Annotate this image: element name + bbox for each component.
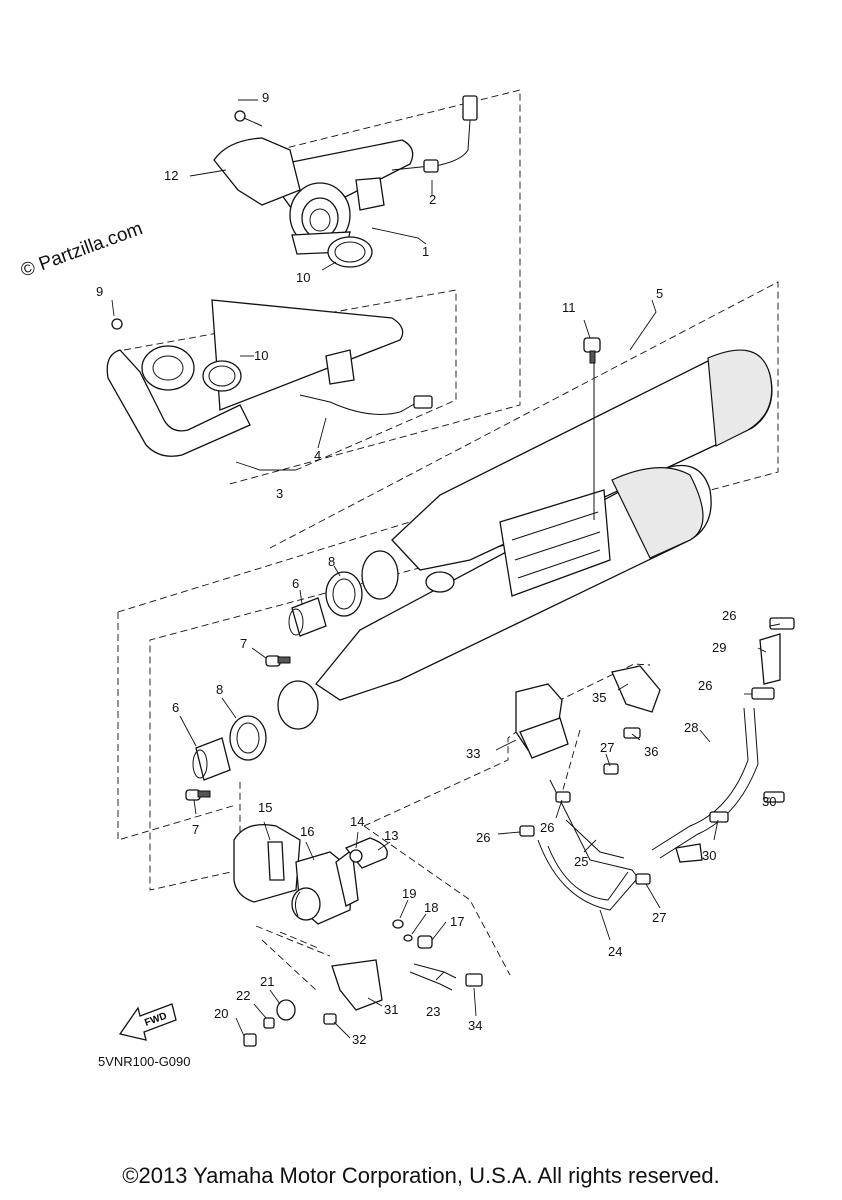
callout-30-b: 30 <box>702 848 716 863</box>
callout-26-a: 26 <box>722 608 736 623</box>
callout-36: 36 <box>644 744 658 759</box>
callout-30-a: 30 <box>762 794 776 809</box>
air-induction-system <box>363 617 795 976</box>
callout-numbers: 9 12 2 1 10 9 10 4 3 11 5 8 6 7 8 6 7 26… <box>96 90 776 1047</box>
gasket-10-upper <box>327 236 373 268</box>
bolt-7-lower <box>185 789 211 801</box>
exhaust-pipe-assembly-1 <box>213 89 521 486</box>
callout-8-lower: 8 <box>216 682 223 697</box>
callout-33: 33 <box>466 746 480 761</box>
callout-7-lower: 7 <box>192 822 199 837</box>
callout-6-lower: 6 <box>172 700 179 715</box>
callout-26-c: 26 <box>540 820 554 835</box>
callout-13: 13 <box>384 828 398 843</box>
callout-24: 24 <box>608 944 622 959</box>
forward-arrow-icon: FWD <box>118 1003 177 1041</box>
callout-6-upper: 6 <box>292 576 299 591</box>
callout-27-b: 27 <box>652 910 666 925</box>
callout-3: 3 <box>276 486 283 501</box>
callout-20: 20 <box>214 1006 228 1021</box>
callout-15: 15 <box>258 800 272 815</box>
callout-12: 12 <box>164 168 178 183</box>
clamp-8-lower <box>229 715 267 761</box>
callout-14: 14 <box>350 814 364 829</box>
callout-17: 17 <box>450 914 464 929</box>
callout-10-top: 10 <box>296 270 310 285</box>
bolt-11 <box>583 337 601 364</box>
callout-8-upper: 8 <box>328 554 335 569</box>
callout-9-mid: 9 <box>96 284 103 299</box>
leader-lines <box>111 99 781 1039</box>
gasket-6-upper <box>288 597 327 637</box>
callout-5: 5 <box>656 286 663 301</box>
callout-26-b: 26 <box>698 678 712 693</box>
copyright-footer: ©2013 Yamaha Motor Corporation, U.S.A. A… <box>122 1163 720 1188</box>
gasket-6-lower <box>192 737 231 781</box>
callout-26-d: 26 <box>476 830 490 845</box>
callout-18: 18 <box>424 900 438 915</box>
callout-19: 19 <box>402 886 416 901</box>
callout-7-upper: 7 <box>240 636 247 651</box>
bolt-7-upper <box>265 655 291 667</box>
callout-23: 23 <box>426 1004 440 1019</box>
callout-31: 31 <box>384 1002 398 1017</box>
lower-bracket-assembly <box>233 823 483 1047</box>
exhaust-pipe-assembly-3 <box>106 289 457 471</box>
callout-35: 35 <box>592 690 606 705</box>
callout-11: 11 <box>562 300 576 315</box>
callout-16: 16 <box>300 824 314 839</box>
callout-21: 21 <box>260 974 274 989</box>
callout-2: 2 <box>429 192 436 207</box>
gasket-10-lower <box>202 360 242 392</box>
diagram-code: 5VNR100-G090 <box>98 1054 191 1069</box>
callout-34: 34 <box>468 1018 482 1033</box>
callout-29: 29 <box>712 640 726 655</box>
callout-32: 32 <box>352 1032 366 1047</box>
callout-4: 4 <box>314 448 321 463</box>
clamp-8-upper <box>325 571 363 617</box>
callout-28: 28 <box>684 720 698 735</box>
callout-9-top: 9 <box>262 90 269 105</box>
callout-27-a: 27 <box>600 740 614 755</box>
callout-25: 25 <box>574 854 588 869</box>
callout-10-mid: 10 <box>254 348 268 363</box>
muffler-assembly-5 <box>117 281 779 891</box>
callout-1: 1 <box>422 244 429 259</box>
callout-22: 22 <box>236 988 250 1003</box>
